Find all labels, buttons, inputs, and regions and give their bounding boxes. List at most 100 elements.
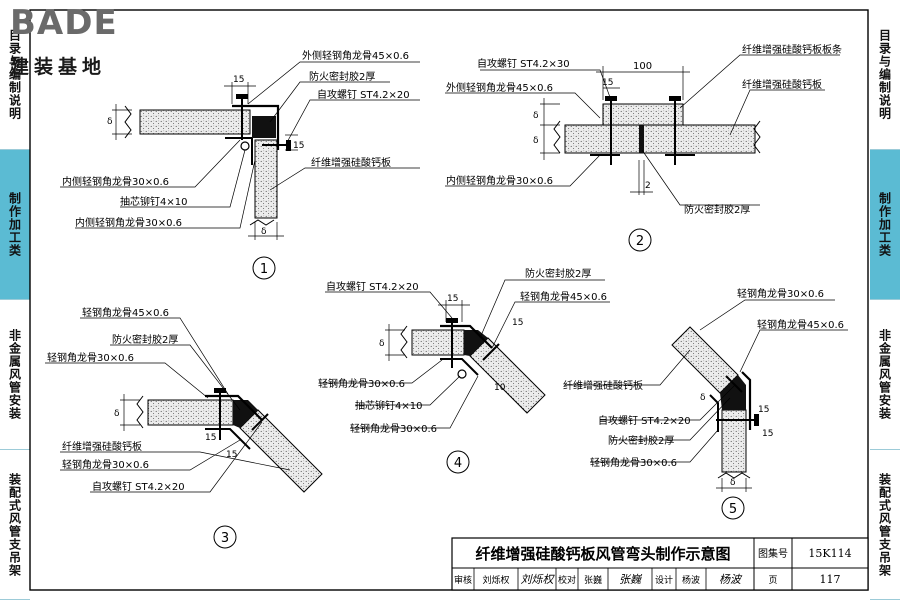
dim-100: 100 [633,61,652,72]
detail-number: 1 [260,262,268,277]
svg-text:δ: δ [730,478,736,488]
label: 抽芯铆钉4×10 [355,399,422,412]
detail-3: δ 15 15 轻钢角龙骨45×0.6 防火密封胶2厚 轻钢角龙骨30×0.6 … [45,306,323,549]
label: 自攻螺钉 ST4.2×20 [317,88,410,101]
svg-text:15: 15 [447,294,458,304]
title-block: 纤维增强硅酸钙板风管弯头制作示意图 图集号 15K114 审核 刘烁权 刘烁权 … [451,537,869,591]
left-tab-fabrication[interactable]: 制作加工类 [0,150,30,300]
svg-text:15: 15 [233,75,244,85]
label: 防火密封胶2厚 [684,203,750,216]
label: 轻钢角龙骨30×0.6 [590,456,677,469]
reviewer-signature: 刘烁权 [521,573,556,586]
review-label: 审核 [454,574,472,586]
svg-text:δ: δ [533,136,539,146]
right-tab-fabrication[interactable]: 制作加工类 [870,150,900,300]
svg-text:δ: δ [114,409,120,419]
detail-2: 100 15 δ δ 2 自攻螺钉 ST4.2×30 纤维增强硅酸钙板板条 外侧… [445,43,842,252]
drawing-frame [29,9,869,591]
reviewer: 刘烁权 [482,574,509,586]
detail-number-circle [252,256,276,280]
right-tab-catalog[interactable]: 目录与编制说明 [870,0,900,150]
label: 自攻螺钉 ST4.2×20 [92,480,185,493]
checker-signature: 张巍 [619,573,643,586]
label: 纤维增强硅酸钙板 [742,78,822,91]
label: 外侧轻钢角龙骨45×0.6 [446,81,553,94]
board-horizontal [411,329,465,356]
svg-text:15: 15 [602,78,613,88]
left-tab-support[interactable]: 装配式风管支吊架 [0,450,30,600]
detail-number: 4 [454,456,462,471]
page-number: 117 [820,573,841,586]
fire-sealant [639,125,644,153]
right-tab-nonmetal-duct[interactable]: 非金属风管安装 [870,300,900,450]
designer-signature: 杨波 [719,573,743,586]
label: 轻钢角龙骨30×0.6 [47,351,134,364]
page-label: 页 [768,575,777,586]
label: 自攻螺钉 ST4.2×20 [326,280,419,293]
label: 自攻螺钉 ST4.2×20 [598,414,691,427]
detail-number: 3 [221,531,229,546]
rivet [240,141,250,151]
board-strip [602,103,684,126]
label: 轻钢角龙骨30×0.6 [350,422,437,435]
brand-logo: BADE [10,3,118,43]
label: 抽芯铆钉4×10 [120,195,187,208]
board-diagonal [469,337,546,414]
svg-text:2: 2 [645,181,651,191]
label: 轻钢角龙骨30×0.6 [318,377,405,390]
designer: 杨波 [682,574,700,586]
board-vertical [254,139,278,219]
design-label: 设计 [655,574,673,586]
label: 外侧轻钢角龙骨45×0.6 [302,49,409,62]
svg-text:δ: δ [107,117,113,127]
board-diagonal [239,409,323,493]
left-tab-nonmetal-duct[interactable]: 非金属风管安装 [0,300,30,450]
label: 纤维增强硅酸钙板 [563,379,643,392]
label: 防火密封胶2厚 [309,70,375,83]
label: 纤维增强硅酸钙板板条 [742,43,842,56]
svg-text:δ: δ [261,227,267,237]
label: 轻钢角龙骨30×0.6 [62,458,149,471]
label: 自攻螺钉 ST4.2×30 [477,57,570,70]
label: 防火密封胶2厚 [608,434,674,447]
label: 轻钢角龙骨45×0.6 [520,290,607,303]
fire-sealant [233,400,258,428]
svg-text:10: 10 [494,383,506,393]
svg-text:15: 15 [293,141,304,151]
label: 轻钢角龙骨45×0.6 [82,306,169,319]
detail-number: 5 [729,502,737,517]
label: 轻钢角龙骨45×0.6 [757,318,844,331]
checker: 张巍 [584,575,602,586]
detail-5: 15 15 δ δ 轻钢角龙骨30×0.6 轻钢角龙骨45×0.6 纤维增强硅酸… [563,287,848,520]
svg-text:15: 15 [205,433,216,443]
svg-text:15: 15 [762,429,773,439]
svg-text:15: 15 [758,405,769,415]
detail-4: 15 δ 15 10 自攻螺钉 ST4.2×20 防火密封胶2厚 轻钢角龙骨45… [318,267,610,474]
right-tab-strip: 目录与编制说明 制作加工类 非金属风管安装 装配式风管支吊架 [870,0,900,600]
left-tab-catalog[interactable]: 目录与编制说明 [0,0,30,150]
board-main [564,124,756,154]
detail-1: 15 δ 15 δ 外侧轻钢角龙骨45×0.6 防火密封胶2厚 自攻螺钉 ST4… [60,49,420,280]
board-horizontal [139,109,251,135]
brand-subtitle: 建装基地 [10,56,107,78]
left-tab-strip: 目录与编制说明 制作加工类 非金属风管安装 装配式风管支吊架 [0,0,30,600]
svg-text:δ: δ [379,339,385,349]
svg-text:δ: δ [700,393,706,403]
board-diagonal [671,326,739,394]
label: 内侧轻钢角龙骨30×0.6 [446,174,553,187]
detail-number: 2 [636,234,644,249]
board-horizontal [147,399,234,426]
outer-angle-keel [232,104,280,150]
svg-text:15: 15 [226,450,237,460]
right-tab-support[interactable]: 装配式风管支吊架 [870,450,900,600]
label: 轻钢角龙骨30×0.6 [737,287,824,300]
label: 纤维增强硅酸钙板 [62,440,142,453]
svg-text:15: 15 [512,318,523,328]
atlas-label: 图集号 [758,547,788,560]
drawing-title: 纤维增强硅酸钙板风管弯头制作示意图 [475,545,730,563]
label: 纤维增强硅酸钙板 [311,156,391,169]
label: 防火密封胶2厚 [112,333,178,346]
label: 防火密封胶2厚 [525,267,591,280]
label: 内侧轻钢角龙骨30×0.6 [75,216,182,229]
